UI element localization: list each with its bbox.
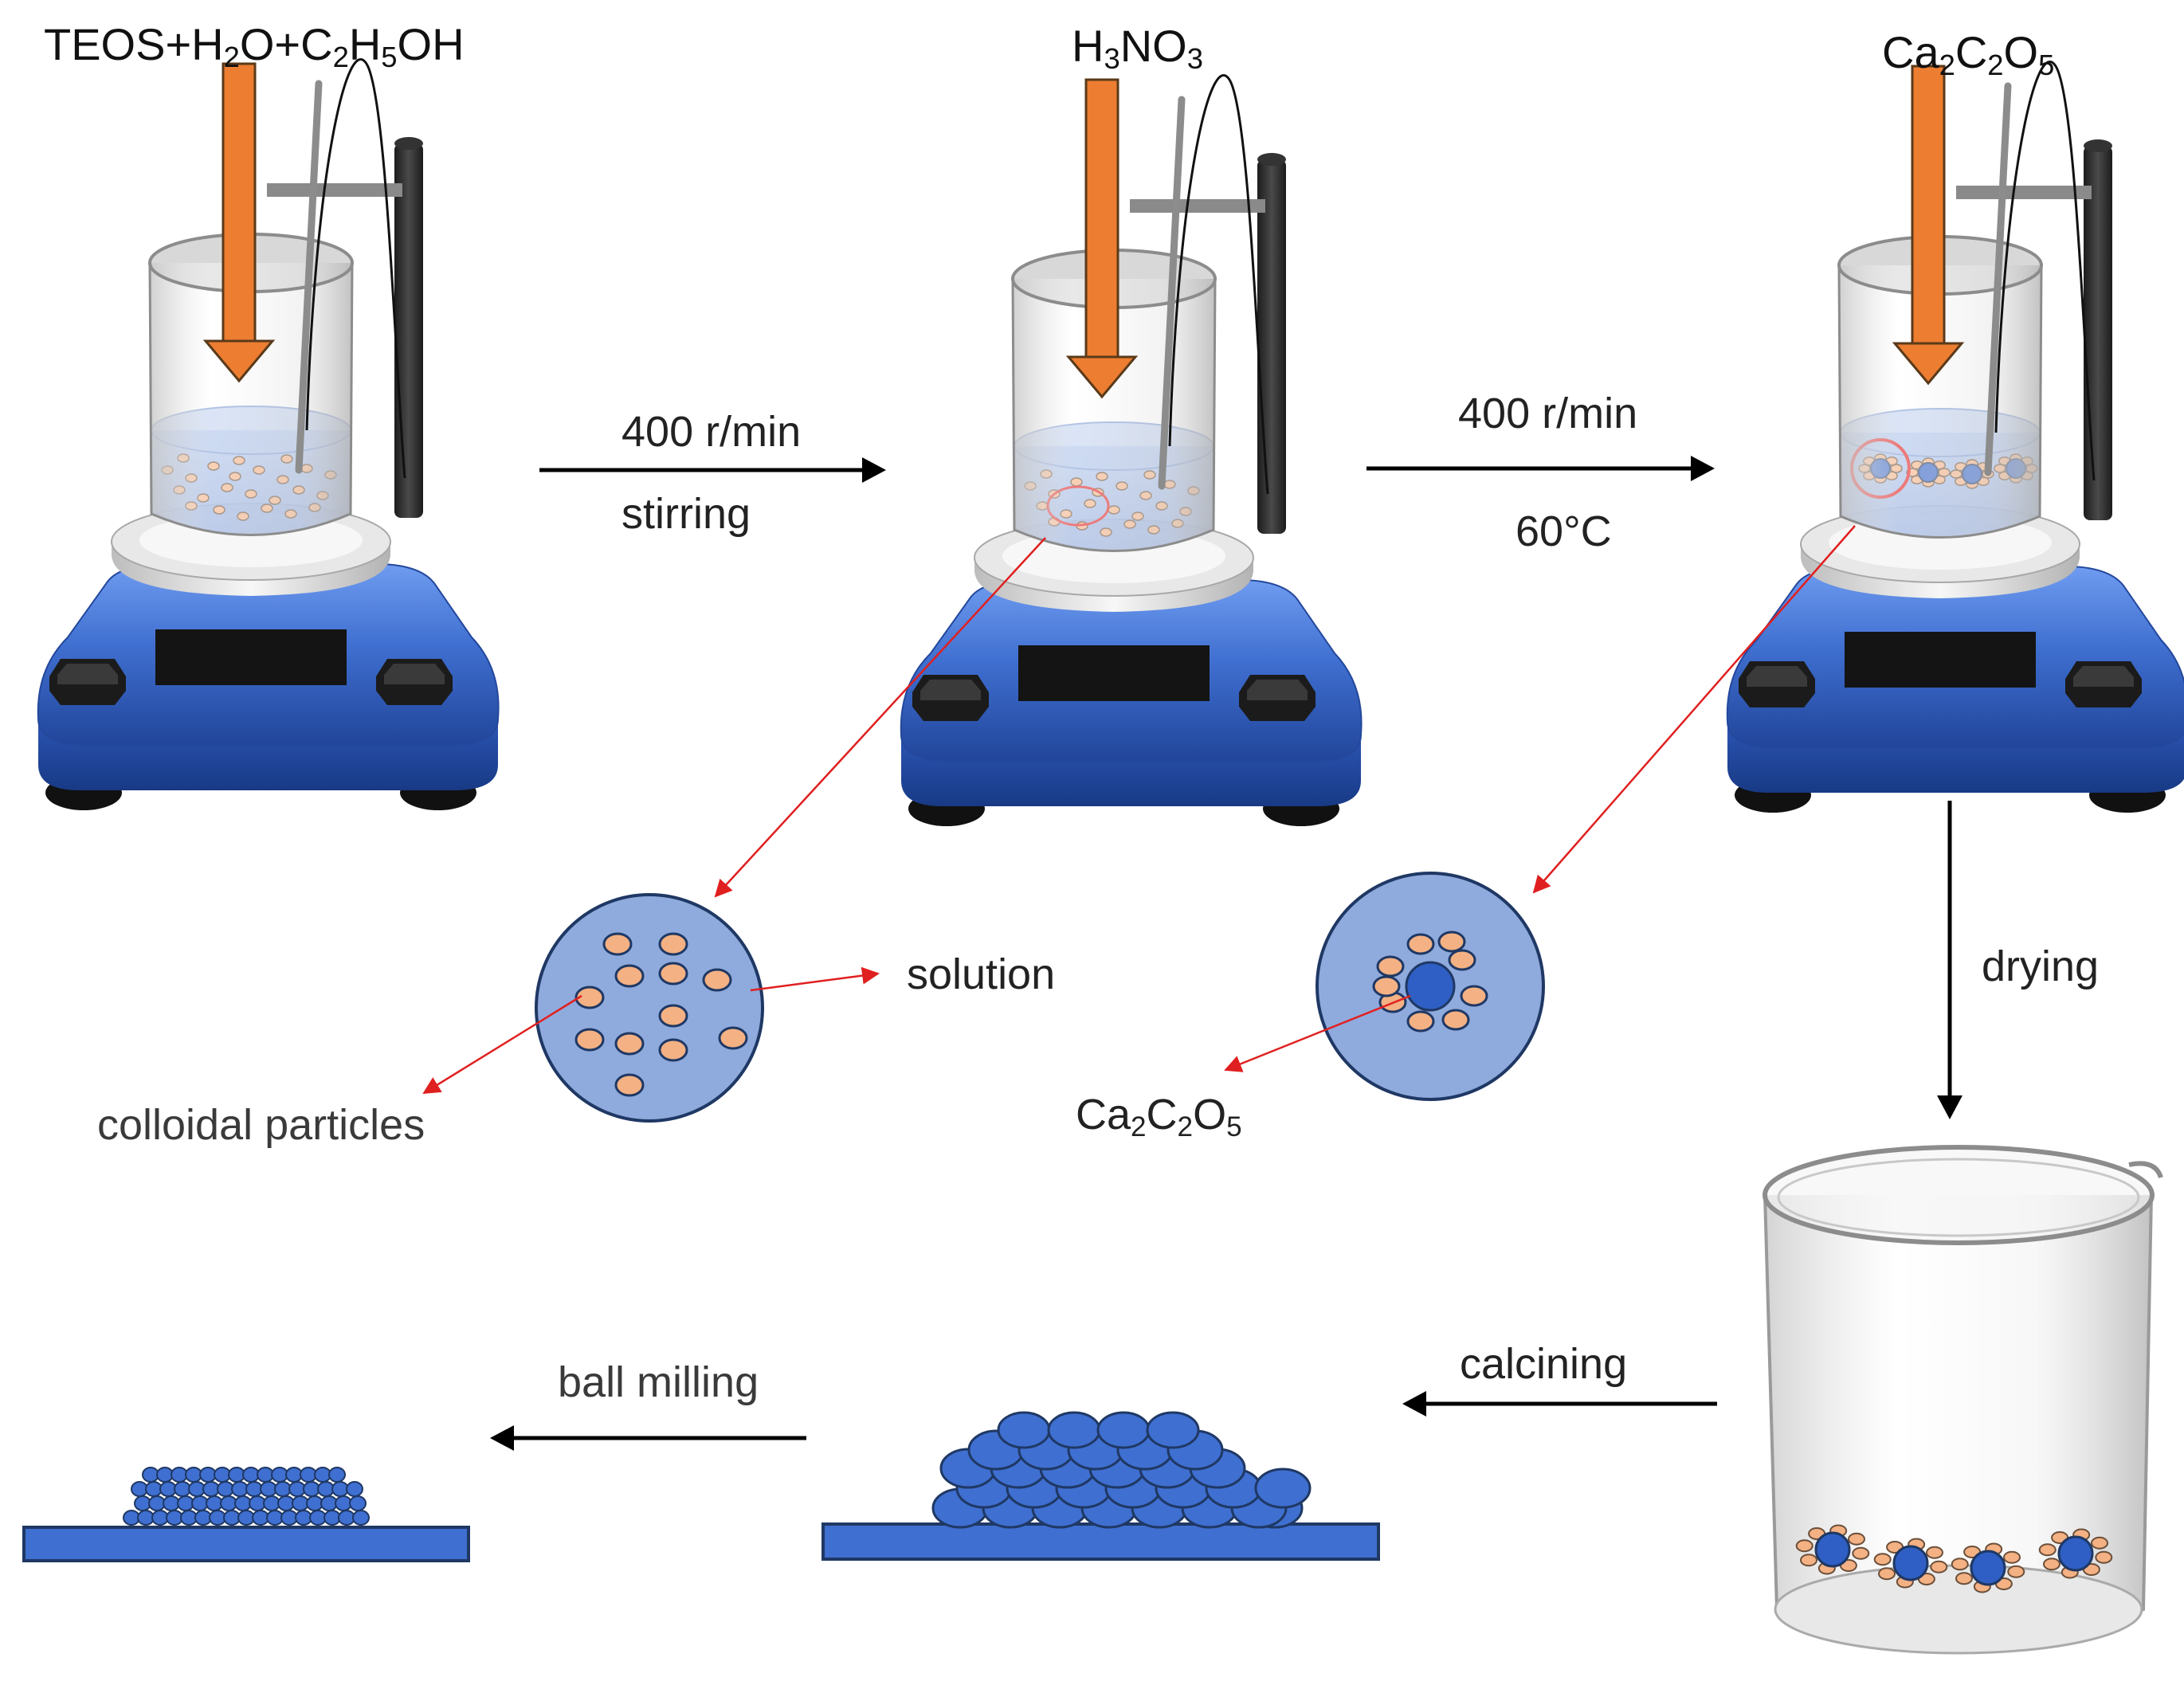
- process-arrow-1: [539, 457, 886, 483]
- inset-core-circle: [1315, 872, 1545, 1101]
- calcining-arrow: [1402, 1391, 1717, 1417]
- ball-milling-arrow: [490, 1425, 806, 1451]
- colloidal-particles-label: colloidal particles: [97, 1101, 425, 1149]
- calcined-product-pile: [821, 1411, 1380, 1561]
- reagent-label-teos: TEOS+H2O+C2H5OH: [44, 19, 465, 74]
- arrow2-speed-label: 400 r/min: [1458, 390, 1638, 437]
- inset-colloid-circle: [535, 893, 764, 1123]
- ball-milling-label: ball milling: [558, 1358, 759, 1406]
- product-ca2c2o5-label: Ca2C2O5: [1076, 1091, 1242, 1142]
- drying-label: drying: [1982, 942, 2100, 990]
- milled-powder: [22, 1467, 470, 1562]
- drying-beaker: [1762, 1145, 2163, 1655]
- arrow1-speed-label: 400 r/min: [621, 408, 802, 456]
- reagent-label-ca2c2o5: Ca2C2O5: [1882, 27, 2055, 82]
- arrow1-stirring-label: stirring: [621, 490, 751, 538]
- arrow2-temperature-label: 60°C: [1515, 507, 1612, 555]
- stirrer-step-3: [1726, 61, 2184, 813]
- stirrer-step-2: [900, 74, 1363, 826]
- stirrer-step-1: [37, 58, 500, 810]
- drying-arrow: [1937, 801, 1962, 1119]
- solution-label: solution: [907, 950, 1056, 998]
- calcining-label: calcining: [1460, 1340, 1628, 1388]
- process-arrow-2: [1366, 456, 1715, 481]
- pointer-lines: [422, 525, 1856, 1095]
- reagent-label-acid: H3NO3: [1072, 21, 1203, 76]
